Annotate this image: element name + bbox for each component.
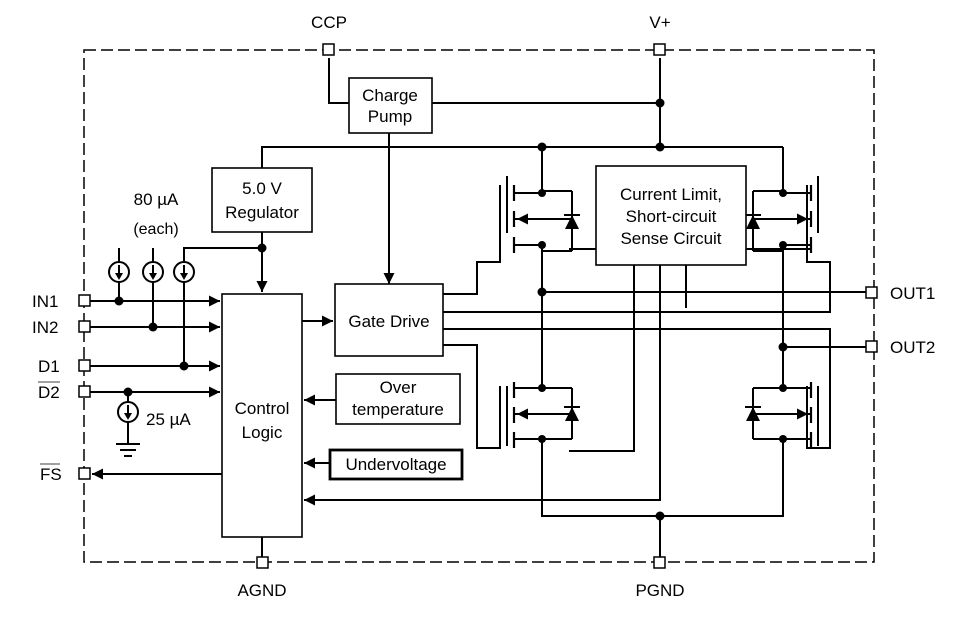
current-source-icon bbox=[117, 401, 139, 423]
control-logic-label: Control bbox=[235, 399, 290, 418]
pullup-current-sources bbox=[108, 261, 195, 371]
sense-circuit-label: Short-circuit bbox=[626, 207, 717, 226]
pin-out1 bbox=[865, 286, 878, 299]
regulator-label: Regulator bbox=[225, 203, 299, 222]
pin-d2 bbox=[78, 385, 91, 398]
pin-in2 bbox=[78, 320, 91, 333]
charge-pump-block: Charge Pump bbox=[348, 77, 433, 134]
sense-circuit-label: Current Limit, bbox=[620, 185, 722, 204]
undervoltage-block: Undervoltage bbox=[328, 448, 464, 481]
pin-out2 bbox=[865, 340, 878, 353]
gate-drive-block: Gate Drive bbox=[334, 283, 444, 357]
over-temperature-label: temperature bbox=[352, 400, 444, 419]
pin-agnd bbox=[256, 556, 269, 569]
pin-vplus bbox=[653, 43, 666, 56]
pullup-current-label: 80 µA bbox=[134, 190, 179, 209]
over-temperature-block: Over temperature bbox=[335, 373, 461, 425]
sense-wiring bbox=[569, 248, 810, 452]
pin-in1 bbox=[78, 294, 91, 307]
control-wiring bbox=[261, 265, 661, 557]
charge-pump-label: Pump bbox=[368, 107, 412, 126]
power-wiring bbox=[118, 58, 784, 292]
mosfet-icon bbox=[507, 374, 580, 462]
output-wiring bbox=[537, 256, 866, 557]
pin-label-vplus: V+ bbox=[649, 13, 670, 32]
gate-drive-wiring bbox=[443, 185, 831, 449]
current-source-icon bbox=[108, 261, 130, 283]
over-temperature-label: Over bbox=[380, 378, 417, 397]
sense-circuit-label: Sense Circuit bbox=[620, 229, 721, 248]
pin-fs bbox=[78, 467, 91, 480]
pulldown-current-label: 25 µA bbox=[146, 410, 191, 429]
control-logic-label: Logic bbox=[242, 423, 283, 442]
pin-label-out2: OUT2 bbox=[890, 338, 935, 357]
pullup-note-label: (each) bbox=[133, 221, 178, 238]
charge-pump-label: Charge bbox=[362, 86, 418, 105]
sense-circuit-block: Current Limit, Short-circuit Sense Circu… bbox=[595, 165, 747, 266]
pin-labels: CCP V+ IN1 IN2 D1 D2 FS OUT1 OUT2 AGND P… bbox=[32, 13, 935, 600]
pin-ccp bbox=[322, 43, 335, 56]
pin-pgnd bbox=[653, 556, 666, 569]
regulator-label: 5.0 V bbox=[242, 179, 282, 198]
current-source-icon bbox=[142, 261, 164, 283]
input-wiring bbox=[90, 295, 222, 480]
regulator-block: 5.0 V Regulator bbox=[211, 167, 313, 233]
control-logic-block: Control Logic bbox=[221, 293, 303, 538]
pin-label-out1: OUT1 bbox=[890, 284, 935, 303]
pin-label-d1: D1 bbox=[38, 357, 60, 376]
pin-label-fs: FS bbox=[40, 465, 62, 484]
ground-icon bbox=[116, 443, 140, 457]
pin-label-d2: D2 bbox=[38, 383, 60, 402]
pin-label-in2: IN2 bbox=[32, 318, 58, 337]
undervoltage-label: Undervoltage bbox=[345, 455, 446, 474]
pin-label-agnd: AGND bbox=[237, 581, 286, 600]
chip-boundary bbox=[83, 49, 875, 563]
pin-label-ccp: CCP bbox=[311, 13, 347, 32]
current-source-icon bbox=[173, 261, 195, 283]
pin-label-pgnd: PGND bbox=[635, 581, 684, 600]
gate-drive-label: Gate Drive bbox=[348, 312, 429, 331]
pin-d1 bbox=[78, 359, 91, 372]
mosfet-icon bbox=[507, 176, 580, 264]
pin-label-in1: IN1 bbox=[32, 292, 58, 311]
pin-pads bbox=[78, 43, 878, 569]
